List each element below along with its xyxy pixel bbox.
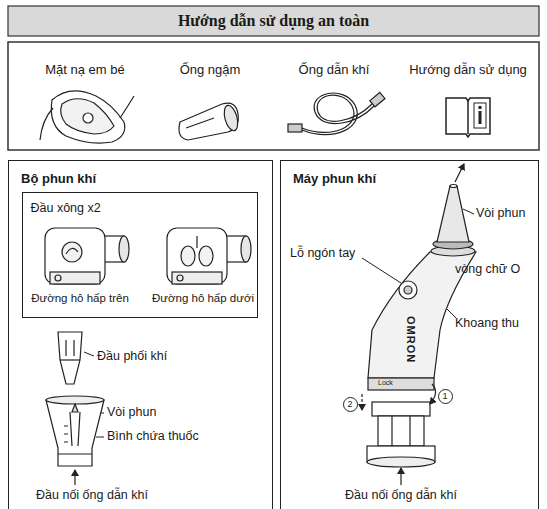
nebulizer-body	[409, 416, 410, 446]
up-arrow	[400, 468, 401, 485]
lower-airway-head	[241, 236, 251, 262]
part-name: Đầu nối ống dẫn khí	[36, 488, 148, 503]
nebulizer-body	[361, 394, 362, 410]
lock-mark: Lock	[378, 379, 393, 387]
medication-cup	[70, 412, 80, 446]
manual-icon	[446, 98, 490, 137]
lower-airway-head	[167, 228, 227, 284]
accessory-panel	[8, 42, 539, 150]
part-name: Đường hô hấp trên	[31, 292, 129, 306]
air-tube	[288, 92, 385, 134]
lower-airway-head	[196, 236, 197, 248]
nebulizer-body	[430, 384, 436, 404]
medication-cup	[58, 453, 92, 454]
medication-cup	[46, 400, 104, 466]
mouthpiece	[186, 118, 214, 128]
part-name: Vòi phun	[476, 206, 525, 221]
mouthpiece	[222, 104, 240, 132]
leader-lines	[84, 352, 94, 356]
air-tube	[288, 124, 302, 132]
nebulizer-body	[404, 286, 412, 294]
air-distributor	[65, 340, 66, 356]
upper-airway-head	[66, 248, 78, 254]
up-arrow	[74, 470, 75, 485]
lower-airway-head	[167, 228, 251, 284]
air-distributor	[58, 332, 82, 384]
upper-airway-head	[45, 228, 105, 284]
upper-airway-head	[119, 236, 129, 262]
mouthpiece	[179, 103, 240, 140]
baby-mask	[83, 113, 93, 123]
part-name: Ống ngậm	[180, 62, 241, 78]
part-name: Đầu nối ống dẫn khí	[345, 488, 457, 503]
air-tube	[370, 92, 385, 106]
part-name: Bình chứa thuốc	[107, 429, 199, 444]
manual-icon	[474, 103, 486, 128]
nebulizer-body	[367, 457, 435, 467]
manual-icon	[467, 101, 469, 134]
manual-icon	[446, 98, 490, 137]
part-name: Hướng dẫn sử dụng	[409, 62, 527, 78]
panel: Bộ phun khíĐầu xông x2	[8, 160, 273, 509]
nebulizer-body	[455, 164, 464, 182]
nebulizer-body	[437, 186, 469, 242]
part-name: Mặt nạ em bé	[45, 62, 125, 78]
manual-icon	[478, 106, 482, 110]
title-band	[8, 6, 539, 36]
upper-airway-head	[55, 275, 61, 281]
panel-heading: Bộ phun khí	[21, 171, 272, 186]
part-name: vòng chữ O	[455, 262, 520, 277]
nebulizer-body	[391, 416, 392, 446]
baby-mask	[40, 108, 53, 140]
baby-mask	[61, 99, 114, 134]
nebulizer-body	[362, 164, 476, 467]
leader-lines	[463, 209, 474, 214]
part-name: Lỗ ngón tay	[290, 246, 355, 261]
lower-airway-head	[177, 275, 183, 281]
nebulizer-body	[378, 416, 424, 446]
medication-cup	[46, 396, 104, 466]
air-tube	[302, 95, 372, 132]
baby-mask	[40, 91, 134, 143]
leader-lines	[362, 258, 401, 283]
upper-airway-head	[45, 228, 129, 284]
nebulizer-body	[368, 378, 434, 390]
part-name: Vòi phun	[107, 405, 156, 420]
panel-heading: Đầu xông x2	[31, 201, 257, 215]
lower-airway-head	[172, 272, 222, 284]
title: Hướng dẫn sử dụng an toàn	[178, 12, 369, 30]
leader-lines	[82, 209, 474, 437]
lower-airway-head	[199, 246, 213, 266]
leader-lines	[96, 437, 104, 438]
medication-cup	[64, 426, 68, 442]
title-band	[8, 6, 539, 36]
nebulizer-body	[372, 402, 430, 416]
upper-airway-head	[50, 272, 100, 284]
part-name: Khoang thu	[455, 316, 519, 331]
panel-heading: Máy phun khí	[293, 171, 538, 186]
callout-number: 1	[438, 389, 453, 404]
nebulizer-body	[399, 281, 417, 299]
part-name: Đầu phối khí	[97, 349, 167, 364]
lower-airway-head	[181, 246, 195, 266]
up-arrow	[75, 468, 401, 485]
nebulizer-body	[450, 185, 457, 188]
part-name: Đường hô hấp dưới	[152, 292, 254, 306]
accessory-panel	[8, 42, 539, 150]
air-distributor	[58, 332, 82, 384]
baby-mask	[120, 96, 134, 118]
air-distributor	[60, 359, 80, 360]
part-name: Ống dẫn khí	[299, 62, 370, 78]
baby-mask	[51, 91, 125, 143]
medication-cup	[72, 404, 78, 412]
brand-mark: OMRON	[404, 316, 417, 363]
callout-number: 2	[343, 397, 358, 412]
air-tube	[302, 93, 374, 135]
manual-icon	[479, 111, 482, 124]
upper-airway-head	[62, 242, 82, 262]
air-distributor	[73, 340, 74, 356]
